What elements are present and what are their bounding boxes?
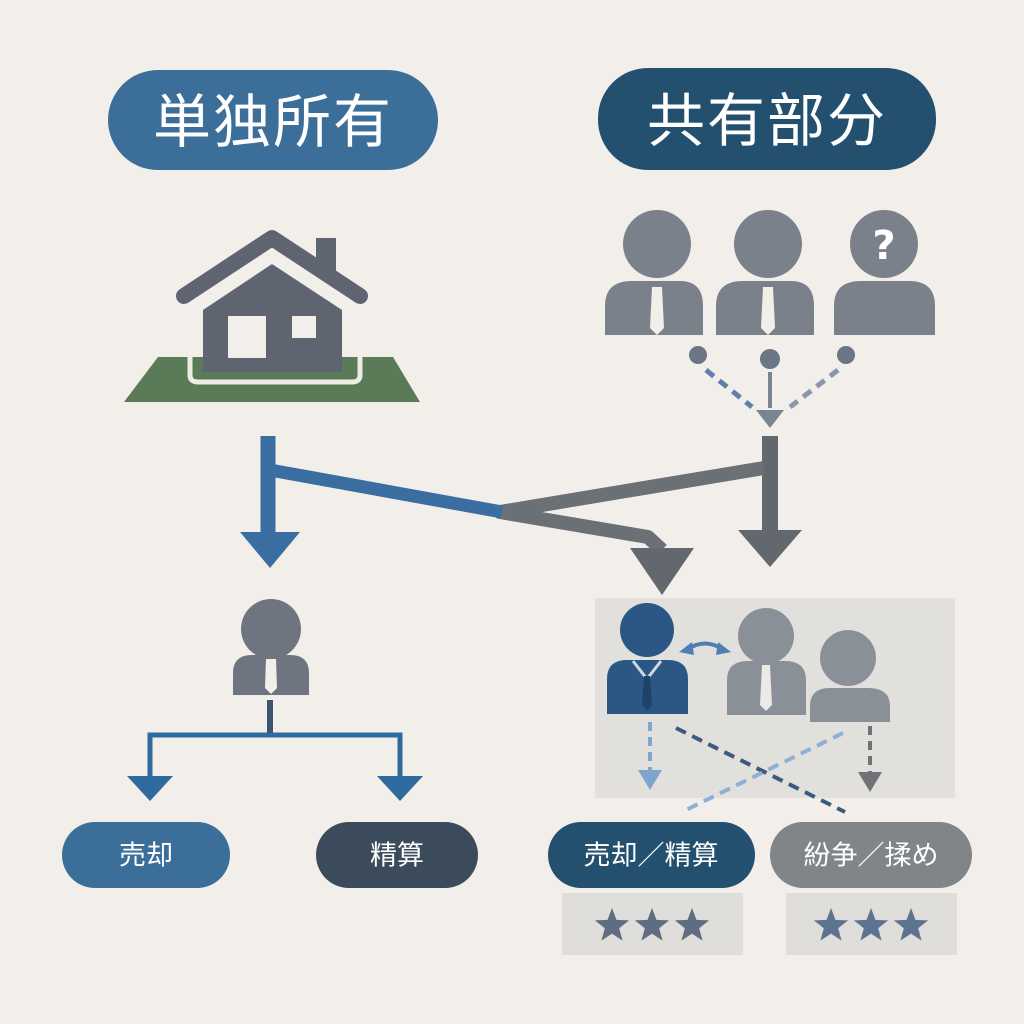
dashed-connector [704, 368, 754, 409]
connector-dot [689, 346, 707, 364]
person-icon-coowner-panel-1 [727, 608, 806, 715]
person-head [241, 599, 301, 659]
shared-arrowhead [738, 530, 802, 567]
star-icon [594, 908, 630, 941]
tie [265, 659, 277, 694]
double-arrow-icon [679, 641, 731, 655]
branch-line [147, 732, 403, 782]
person-icon-main-owner [607, 603, 688, 714]
dashed-connector [675, 726, 846, 814]
shared-part-label: 共有部分 [647, 87, 887, 155]
star-icon [813, 908, 849, 941]
ground-outline [187, 357, 363, 385]
connector-dot [760, 349, 780, 369]
person-body [834, 281, 935, 335]
cross-arrowhead [630, 548, 694, 595]
branch-arrowhead-right [377, 776, 423, 801]
small-arrowhead [756, 410, 784, 428]
tie [761, 287, 775, 335]
star-icon [893, 908, 929, 941]
dispute-label: 紛争／揉め [804, 841, 939, 872]
house-window-small [292, 316, 316, 338]
house-icon [124, 230, 420, 402]
person-icon-coowner-1 [605, 210, 703, 335]
single-flow-arrows [240, 436, 504, 568]
arrowhead-right [716, 642, 731, 655]
small-arrowhead [638, 770, 662, 790]
rating-stars-dispute [813, 908, 929, 941]
panel-dashed-connectors [638, 722, 882, 814]
person-body [810, 688, 890, 722]
dashed-connector [685, 731, 844, 812]
person-head [623, 210, 691, 278]
shared-part-pill-bg [598, 68, 936, 170]
person-head [820, 630, 876, 686]
settlement-pill-bg [316, 822, 478, 888]
sale-settlement-pill: 売却／精算 [548, 822, 755, 888]
tie [650, 287, 664, 335]
person-icon-single-owner [233, 599, 309, 695]
person-icon-coowner-panel-2 [810, 630, 890, 722]
coowner-converge-connectors [689, 346, 855, 428]
dispute-pill: 紛争／揉め [770, 822, 972, 888]
unknown-mark: ? [872, 223, 895, 269]
rating-stars-sale-settlement [594, 908, 710, 941]
person-head [850, 210, 918, 278]
shared-cross-line [493, 461, 766, 556]
person-icon-coowner-2 [716, 210, 814, 335]
star-icon [634, 908, 670, 941]
single-cross-line [268, 463, 504, 519]
star-icon [853, 908, 889, 941]
star-icon [674, 908, 710, 941]
question-person-icon: ? [834, 210, 935, 335]
house-window-large [228, 316, 266, 358]
shared-flow-arrows [493, 436, 802, 595]
sale-settlement-label: 売却／精算 [584, 841, 719, 872]
shared-part-pill: 共有部分 [598, 68, 936, 170]
sale-settlement-pill-bg [548, 822, 755, 888]
sale-pill-bg [62, 822, 230, 888]
sale-label: 売却 [119, 841, 173, 872]
single-owner-branch [127, 700, 423, 801]
single-arrowhead [240, 532, 300, 568]
person-head [734, 210, 802, 278]
dispute-pill-bg [770, 822, 972, 888]
person-head [738, 608, 794, 664]
tie [642, 676, 652, 711]
person-head [620, 603, 674, 657]
single-ownership-pill: 単独所有 [108, 70, 438, 170]
small-arrowhead [858, 772, 882, 792]
tie [760, 665, 772, 711]
settlement-pill: 精算 [316, 822, 478, 888]
single-ownership-pill-bg [108, 70, 438, 170]
settlement-label: 精算 [370, 841, 424, 872]
roof [176, 230, 368, 304]
connector-dot [837, 346, 855, 364]
arrowhead-left [679, 642, 694, 655]
sale-pill: 売却 [62, 822, 230, 888]
single-ownership-label: 単独所有 [153, 88, 393, 156]
branch-arrowhead-left [127, 776, 173, 801]
